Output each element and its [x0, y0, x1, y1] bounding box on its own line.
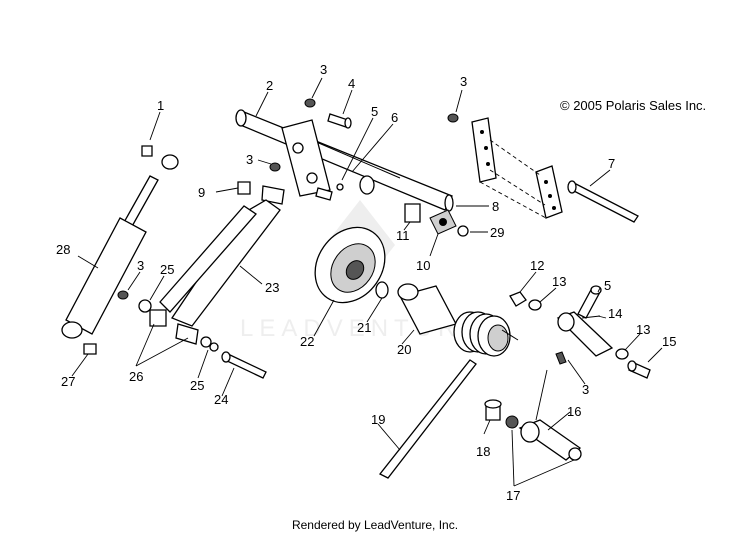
callout-24: 24: [214, 392, 228, 407]
a-arm-23[interactable]: [159, 199, 281, 327]
idler-hub-10[interactable]: [429, 209, 457, 235]
washer-3d[interactable]: [117, 290, 129, 300]
o-ring-9[interactable]: [457, 225, 469, 237]
callout-29: 9: [198, 185, 205, 200]
washer-21[interactable]: [375, 281, 389, 299]
bushing-8[interactable]: [359, 175, 375, 195]
callout-16: 16: [567, 404, 581, 419]
callout-21: 21: [357, 320, 371, 335]
bushing-25b[interactable]: [200, 336, 212, 348]
callout-3e: 3: [582, 382, 589, 397]
callout-12: 12: [530, 258, 544, 273]
spacer-26b[interactable]: [175, 323, 199, 345]
link-16[interactable]: [518, 419, 582, 461]
callout-17: 17: [506, 488, 520, 503]
callout-22: 22: [300, 334, 314, 349]
spring-rod-19[interactable]: [378, 359, 477, 479]
washer-3a[interactable]: [304, 98, 316, 108]
callout-6: 6: [391, 110, 398, 125]
callout-20: 20: [397, 342, 411, 357]
callout-15: 15: [662, 334, 676, 349]
washer-13b[interactable]: [615, 348, 629, 360]
bushing-25a[interactable]: [138, 299, 152, 313]
callout-26: 26: [129, 369, 143, 384]
link-arm[interactable]: [556, 311, 614, 357]
bolt-4[interactable]: [327, 113, 352, 129]
callout-13b: 13: [636, 322, 650, 337]
shock-28[interactable]: [61, 154, 179, 339]
torsion-spring[interactable]: [453, 311, 519, 357]
callout-28: 28: [56, 242, 70, 257]
spacer-29[interactable]: [237, 181, 251, 195]
callout-25a: 25: [160, 262, 174, 277]
callout-7: 7: [608, 156, 615, 171]
callout-11: 11: [396, 228, 410, 243]
bolt-5b[interactable]: [577, 285, 602, 319]
callout-10: 10: [416, 258, 430, 273]
bushing-25c[interactable]: [209, 342, 219, 352]
washer-13a[interactable]: [528, 299, 542, 311]
pin-14[interactable]: [581, 315, 601, 319]
callout-2: 2: [266, 78, 273, 93]
bolt-5a[interactable]: [315, 187, 333, 201]
callout-9: 29: [490, 225, 504, 240]
callout-8: 8: [492, 199, 499, 214]
callout-4: 4: [348, 76, 355, 91]
footer-credit: Rendered by LeadVenture, Inc.: [291, 518, 459, 532]
callout-27: 27: [61, 374, 75, 389]
bushing-27[interactable]: [83, 343, 97, 355]
setscrew-3[interactable]: [555, 351, 567, 365]
washer-17[interactable]: [505, 415, 519, 429]
bushing-1[interactable]: [141, 145, 153, 157]
idler-wheel-22[interactable]: [301, 214, 399, 316]
callout-23: 23: [265, 280, 279, 295]
copyright-notice: © 2005 Polaris Sales Inc.: [560, 98, 707, 113]
callout-25b: 25: [190, 378, 204, 393]
grease-fitting-5[interactable]: [336, 183, 344, 191]
callout-3b: 3: [460, 74, 467, 89]
callout-19: 19: [371, 412, 385, 427]
washer-3c[interactable]: [269, 162, 281, 172]
bracket-plates: [471, 117, 563, 219]
callout-14: 14: [608, 306, 622, 321]
spacer-26a[interactable]: [149, 309, 167, 327]
callout-3c: 3: [246, 152, 253, 167]
callout-5b: 5: [604, 278, 611, 293]
callout-3d: 3: [137, 258, 144, 273]
bracket-6[interactable]: [281, 119, 331, 197]
bushing-11[interactable]: [404, 203, 421, 223]
bolt-24[interactable]: [221, 351, 267, 379]
callout-13a: 13: [552, 274, 566, 289]
tube-20[interactable]: [397, 283, 457, 335]
callout-5: 5: [371, 104, 378, 119]
spacer-29b[interactable]: [261, 185, 285, 205]
callout-labels: 1 2 3 4 5 6 3 3 7 8 9 29 11 10 28 3 25 2…: [56, 62, 676, 503]
bolt-7[interactable]: [567, 180, 639, 223]
leader-lines: [71, 77, 663, 487]
callout-18: 18: [476, 444, 490, 459]
bushing-18[interactable]: [484, 399, 502, 421]
bolt-15[interactable]: [627, 360, 651, 379]
callout-3: 3: [320, 62, 327, 77]
washer-3b[interactable]: [447, 113, 459, 123]
nut-12[interactable]: [509, 291, 527, 307]
callout-1: 1: [157, 98, 164, 113]
